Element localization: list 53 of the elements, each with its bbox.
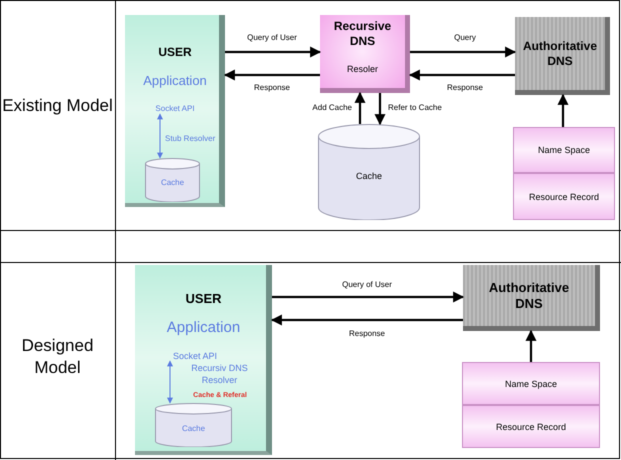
resolver-text: Resoler	[346, 62, 378, 76]
record-box	[462, 362, 600, 405]
layer-text: Stub Resolver	[165, 133, 216, 145]
edge-label: Add Cache	[312, 102, 352, 114]
arrow	[374, 93, 386, 126]
user-panel	[135, 265, 272, 455]
edge-label: Refer to Cache	[388, 102, 442, 114]
cache-text: Cache	[160, 176, 184, 189]
arrow	[410, 46, 516, 58]
cache-text: Cache	[182, 422, 206, 435]
record-text: Name Space	[536, 144, 592, 156]
server-box	[515, 17, 610, 95]
application-text: Application	[166, 318, 242, 338]
record-text: Name Space	[504, 378, 558, 390]
cache-cylinder	[145, 158, 200, 202]
arrow	[157, 113, 163, 159]
socket-api-text: Socket API	[154, 103, 196, 115]
row-heading: Existing Model	[1, 95, 114, 117]
layer-text: Recursiv DNS Resolver	[190, 362, 249, 386]
arrow	[354, 92, 366, 124]
user-title: USER	[157, 44, 193, 61]
cache-cylinder	[318, 124, 420, 220]
record-box	[462, 405, 600, 448]
edge-label: Response	[348, 328, 386, 340]
user-panel	[125, 15, 225, 207]
record-box	[513, 173, 615, 220]
cache-cylinder	[155, 403, 232, 447]
edge-label: Query of User	[342, 279, 392, 291]
edge-label: Query	[454, 32, 476, 44]
record-text: Resource Record	[494, 420, 568, 432]
arrow	[270, 314, 463, 326]
edge-label: Response	[254, 82, 290, 94]
arrow	[224, 70, 320, 80]
user-title: USER	[184, 290, 223, 308]
resolver-title: Recursive DNS	[332, 19, 392, 49]
server-box	[463, 265, 600, 331]
arrow	[167, 360, 173, 404]
row-heading: Designed Model	[20, 335, 94, 379]
edge-label: Response	[446, 82, 484, 94]
arrow	[558, 94, 568, 127]
server-title: Authoritative DNS	[522, 38, 598, 68]
server-title: Authoritative DNS	[488, 280, 570, 312]
application-text: Application	[142, 72, 208, 90]
arrow	[408, 70, 515, 80]
arrow	[272, 292, 464, 302]
edge-label: Query of User	[247, 32, 297, 44]
resolver-box	[320, 15, 410, 93]
arrow	[225, 46, 322, 58]
record-box	[513, 127, 615, 173]
socket-api-text: Socket API	[172, 350, 218, 363]
cache-text: Cache	[356, 170, 382, 184]
record-text: Resource Record	[528, 190, 600, 202]
arrow	[526, 330, 536, 362]
